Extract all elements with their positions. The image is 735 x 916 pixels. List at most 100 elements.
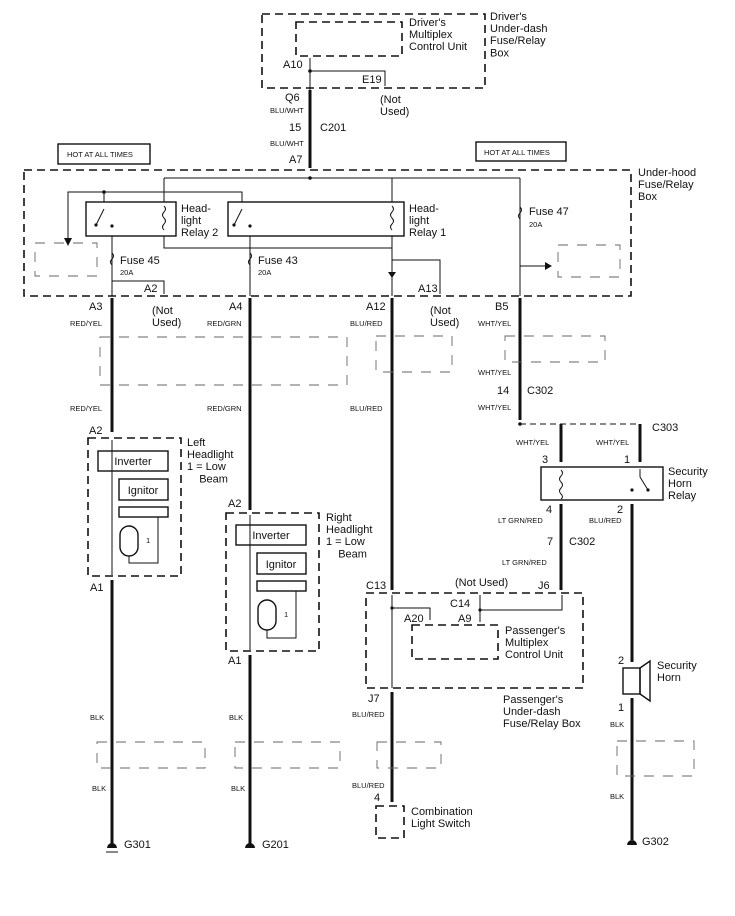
label-line: (Not — [430, 305, 451, 317]
right-ignitor-label: Ignitor — [266, 559, 297, 571]
connector-j6: J6 — [538, 580, 550, 592]
connector-c13: C13 — [366, 580, 386, 592]
fuse-relay-placeholder-left — [34, 242, 98, 277]
fuse47-icon — [518, 206, 522, 220]
label-line: Under-hood — [638, 167, 696, 179]
junction — [102, 190, 106, 194]
fuse47-rating: 20A — [529, 220, 542, 229]
placeholder — [616, 740, 695, 777]
connector-c201: C201 — [320, 122, 346, 134]
label-line: light — [181, 215, 201, 227]
horn-relay-switch-icon — [639, 476, 649, 491]
headlight-relay-1 — [227, 201, 405, 237]
wire-color-red-yel: RED/YEL — [70, 319, 102, 328]
label-line: Fuse/Relay — [638, 179, 694, 191]
junction — [518, 422, 522, 426]
wire-color-wht-yel-4: WHT/YEL — [516, 438, 549, 447]
wire-color-blk-horn-2: BLK — [610, 792, 624, 801]
wire-color-blk-right-2: BLK — [231, 784, 245, 793]
connector-c302-bottom: C302 — [569, 536, 595, 548]
label-line: Box — [490, 47, 509, 59]
label-line: Beam — [187, 473, 228, 485]
wire-color-blu-red-4: BLU/RED — [352, 781, 385, 790]
diode-icon — [388, 272, 396, 278]
relay-pin-2: 2 — [617, 504, 623, 516]
connector-a2-right: A2 — [228, 498, 241, 510]
wire-color-red-grn-2: RED/GRN — [207, 404, 242, 413]
horn-pin-2: 2 — [618, 655, 624, 667]
c302-pin-top: 14 — [497, 385, 509, 397]
fuse-relay-placeholder-right — [557, 244, 621, 278]
connector-a12: A12 — [366, 301, 386, 313]
connector-c14: C14 — [450, 598, 470, 610]
horn-pin-1: 1 — [618, 702, 624, 714]
ground-g201: G201 — [262, 839, 289, 851]
label-line: Used) — [380, 106, 409, 118]
label-line: Security — [657, 660, 697, 672]
label-line: Control Unit — [505, 649, 563, 661]
connector-a2-left: A2 — [89, 425, 102, 437]
left-ignitor-label: Ignitor — [128, 485, 159, 497]
placeholder — [376, 741, 442, 769]
right-inverter-label: Inverter — [252, 530, 290, 542]
label-line: Head- — [409, 203, 439, 215]
fuse43-rating: 20A — [258, 268, 271, 277]
right-socket — [256, 580, 307, 592]
wire-color-wht-yel-3: WHT/YEL — [478, 403, 511, 412]
label-line: Light Switch — [411, 818, 470, 830]
contact — [646, 488, 650, 492]
connector-j7: J7 — [368, 693, 380, 705]
underhood-box-outline — [23, 169, 632, 297]
contact — [232, 223, 236, 227]
label-line: Passenger's — [503, 694, 564, 706]
label-line: Horn — [668, 478, 692, 490]
label-line: Headlight — [187, 449, 233, 461]
connector-a4: A4 — [229, 301, 242, 313]
label-line: Relay 1 — [409, 227, 446, 239]
relay2-coil-icon — [162, 205, 166, 231]
wire-color-wht-yel: WHT/YEL — [478, 319, 511, 328]
label-line: Used) — [430, 317, 459, 329]
contact — [110, 224, 114, 228]
connector-a9: A9 — [458, 613, 471, 625]
placeholder — [96, 741, 206, 769]
right-ignitor — [256, 552, 307, 575]
right-bulb-icon — [257, 599, 277, 631]
combination-switch-outline — [375, 805, 405, 839]
placeholder — [375, 335, 453, 373]
fuse47-label: Fuse 47 — [529, 206, 569, 218]
connector-c303: C303 — [652, 422, 678, 434]
wire-color-lt-grn-red-2: LT GRN/RED — [502, 558, 547, 567]
label-line: light — [409, 215, 429, 227]
security-horn-relay — [540, 466, 664, 501]
headlight-relay-2 — [85, 201, 177, 237]
right-headlight-outline — [225, 512, 320, 652]
placeholder — [234, 741, 341, 769]
drivers-under-dash-box-outline — [261, 13, 486, 89]
placeholder — [99, 336, 348, 386]
arrow — [64, 238, 72, 246]
bulb-return — [266, 591, 297, 639]
wire-color-blu-red-3: BLU/RED — [352, 710, 385, 719]
junction — [478, 608, 482, 612]
contact — [94, 223, 98, 227]
relay-pin-1: 1 — [624, 454, 630, 466]
ground-g302: G302 — [642, 836, 669, 848]
wire-color-red-grn: RED/GRN — [207, 319, 242, 328]
c201-pin: 15 — [289, 122, 301, 134]
right-inverter — [235, 524, 307, 546]
label-line: Control Unit — [409, 41, 467, 53]
wire-color-wht-yel-5: WHT/YEL — [596, 438, 629, 447]
wire-color-blu-red: BLU/RED — [350, 319, 383, 328]
a20-branch — [392, 607, 431, 620]
relay2-switch-icon — [95, 208, 105, 226]
label-line: (Not — [152, 305, 173, 317]
